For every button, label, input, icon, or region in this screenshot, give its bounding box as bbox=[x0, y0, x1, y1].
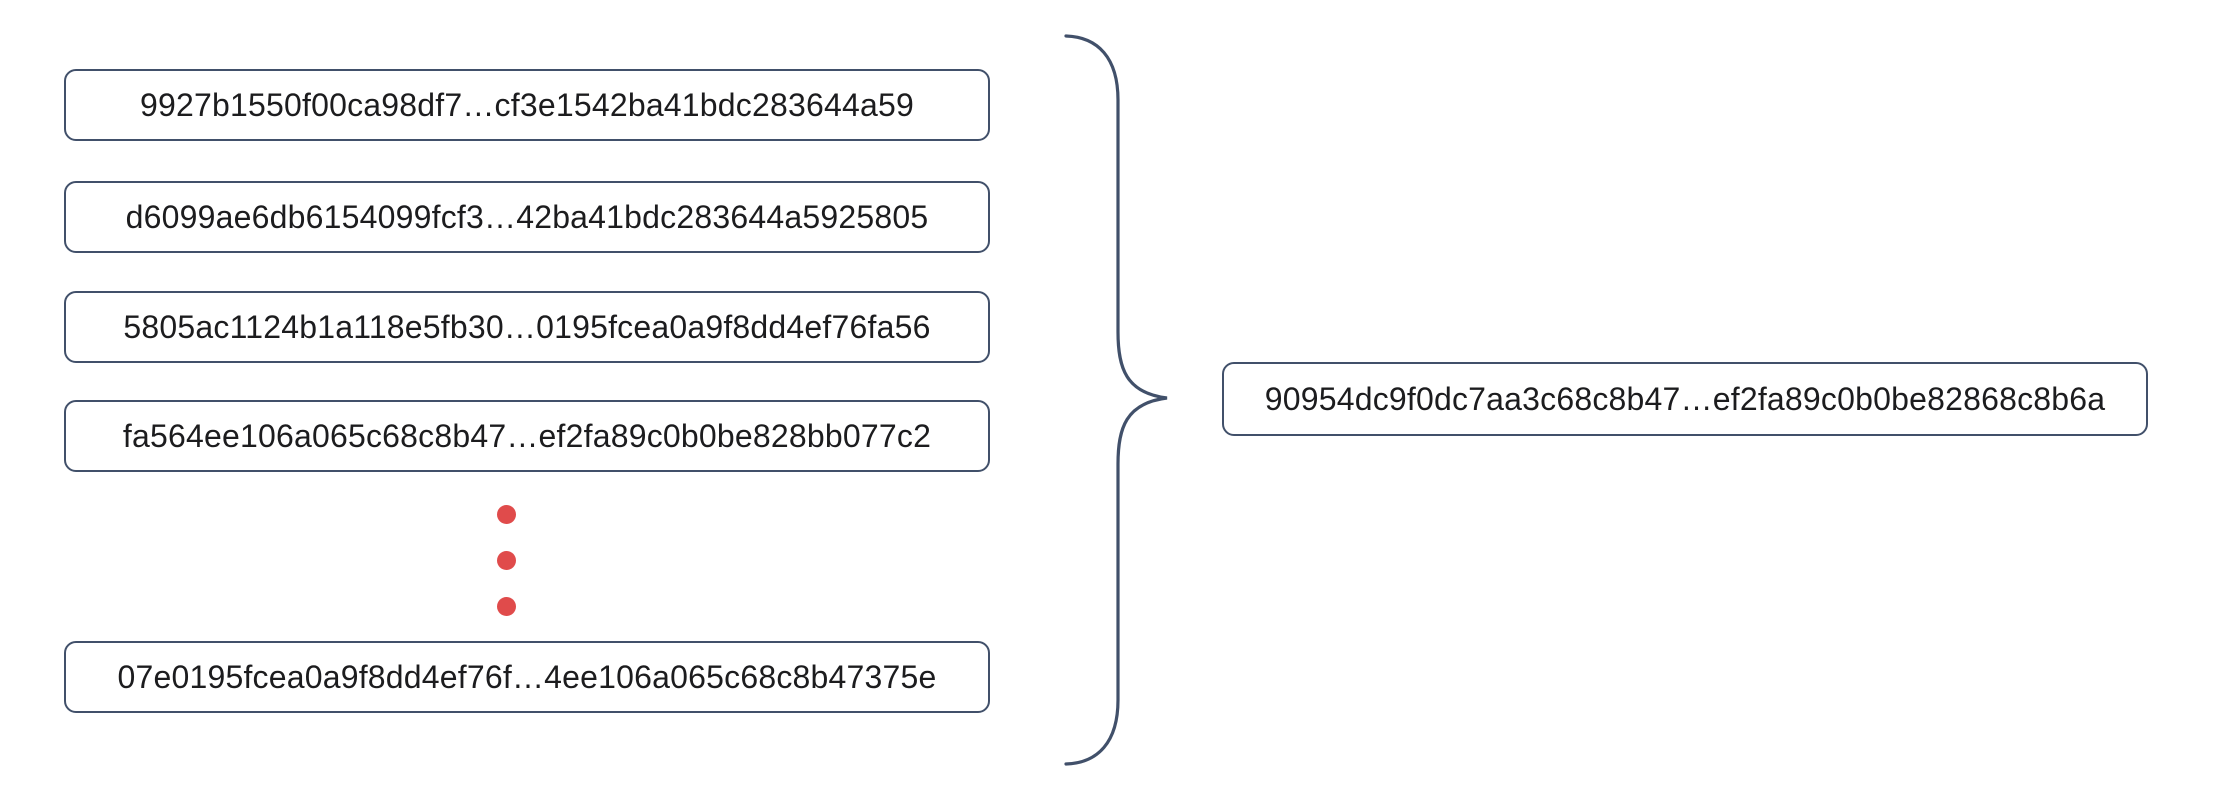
ellipsis-dot bbox=[497, 505, 516, 524]
hash-box-text: d6099ae6db6154099fcf3…42ba41bdc283644a59… bbox=[125, 198, 929, 235]
hash-box: d6099ae6db6154099fcf3…42ba41bdc283644a59… bbox=[64, 181, 990, 253]
hash-box-text: fa564ee106a065c68c8b47…ef2fa89c0b0be828b… bbox=[122, 417, 932, 454]
ellipsis-dot bbox=[497, 597, 516, 616]
combined-hash-box: 90954dc9f0dc7aa3c68c8b47…ef2fa89c0b0be82… bbox=[1222, 362, 2148, 436]
hash-box: fa564ee106a065c68c8b47…ef2fa89c0b0be828b… bbox=[64, 400, 990, 472]
hash-box: 5805ac1124b1a118e5fb30…0195fcea0a9f8dd4e… bbox=[64, 291, 990, 363]
hash-box-text: 9927b1550f00ca98df7…cf3e1542ba41bdc28364… bbox=[140, 86, 914, 123]
vertical-ellipsis-dots bbox=[497, 505, 516, 616]
ellipsis-dot bbox=[497, 551, 516, 570]
hash-box: 07e0195fcea0a9f8dd4ef76f…4ee106a065c68c8… bbox=[64, 641, 990, 713]
hash-box: 9927b1550f00ca98df7…cf3e1542ba41bdc28364… bbox=[64, 69, 990, 141]
hash-box-text: 07e0195fcea0a9f8dd4ef76f…4ee106a065c68c8… bbox=[117, 658, 937, 695]
combined-hash-text: 90954dc9f0dc7aa3c68c8b47…ef2fa89c0b0be82… bbox=[1264, 380, 2106, 417]
hash-box-text: 5805ac1124b1a118e5fb30…0195fcea0a9f8dd4e… bbox=[123, 308, 931, 345]
